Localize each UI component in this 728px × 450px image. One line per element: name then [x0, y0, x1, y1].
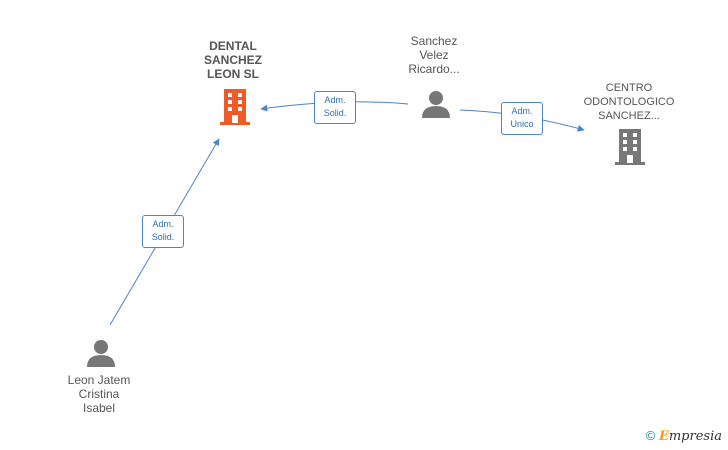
- person-icon[interactable]: [86, 339, 116, 367]
- node-label-centro-odontologico: CENTRO ODONTOLOGICO SANCHEZ...: [583, 82, 675, 122]
- node-label-leon-jatem-cristina-isabel: Leon Jatem Cristina Isabel: [67, 373, 131, 415]
- node-label-sanchez-velez-ricardo: Sanchez Velez Ricardo...: [408, 34, 460, 76]
- copyright-mark: © Empresia: [646, 428, 722, 444]
- node-label-dental-sanchez-leon: DENTAL SANCHEZ LEON SL: [203, 39, 262, 81]
- brand-initial: E: [658, 429, 669, 444]
- person-icon[interactable]: [421, 90, 451, 118]
- building-icon[interactable]: [219, 89, 251, 125]
- edge-label-sanchez-to-dental[interactable]: Adm. Solid.: [314, 91, 356, 124]
- brand-name: mpresia: [668, 429, 722, 444]
- edge-label-leon-to-dental[interactable]: Adm. Solid.: [142, 215, 184, 248]
- edge-label-sanchez-to-centro[interactable]: Adm. Unico: [501, 102, 543, 135]
- copyright-symbol: ©: [645, 428, 656, 443]
- building-icon[interactable]: [614, 129, 646, 165]
